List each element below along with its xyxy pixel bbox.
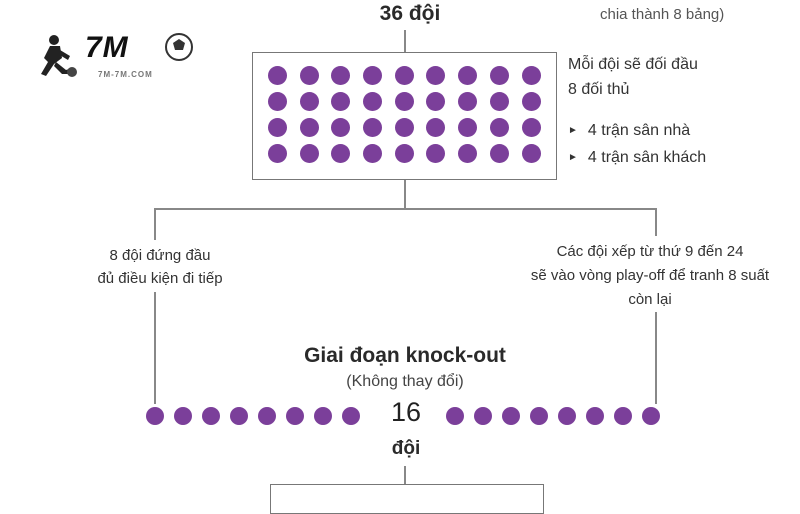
knockout-right-dots [446, 407, 660, 425]
team-dot [363, 92, 383, 111]
league-phase-box [252, 52, 557, 180]
team-dot [299, 92, 319, 111]
team-dot [363, 118, 383, 137]
team-dot [521, 66, 541, 85]
team-dot [446, 407, 464, 425]
team-dot [489, 66, 509, 85]
left-line-2: đủ điều kiện đi tiếp [97, 270, 223, 287]
playoff-text: Các đội xếp từ thứ 9 đến 24 sẽ vào vòng … [500, 240, 800, 312]
team-dot [394, 144, 414, 163]
team-dot [363, 144, 383, 163]
match-list: ► 4 trận sân nhà ► 4 trận sân khách [568, 118, 706, 172]
logo-text: 7M [85, 31, 129, 64]
team-dot [642, 407, 660, 425]
team-dot [331, 118, 351, 137]
knockout-team-count: 16 [390, 397, 422, 427]
away-matches: 4 trận sân khách [587, 149, 707, 166]
arrow-right-icon: ► [568, 125, 578, 136]
team-dot [299, 66, 319, 85]
team-dot [230, 407, 248, 425]
team-dot [489, 118, 509, 137]
team-dot [426, 66, 446, 85]
left-branch-line-top [154, 208, 156, 240]
team-dot [299, 144, 319, 163]
team-dot [474, 407, 492, 425]
team-dot [502, 407, 520, 425]
team-dot [342, 407, 360, 425]
football-player-icon [41, 33, 193, 77]
description-line-1: Mỗi đội sẽ đối đầu [568, 56, 698, 73]
team-dot [394, 92, 414, 111]
team-dot [426, 92, 446, 111]
team-dot [258, 407, 276, 425]
team-dot [268, 92, 287, 111]
team-dot [489, 92, 509, 111]
team-dots-grid [268, 66, 542, 164]
team-dot [426, 144, 446, 163]
team-dot [314, 407, 332, 425]
right-branch-line-top [655, 208, 657, 236]
team-dot [174, 407, 192, 425]
title-connector [404, 30, 406, 52]
team-dot [363, 66, 383, 85]
team-dot [614, 407, 632, 425]
team-dot [331, 144, 351, 163]
branch-horizontal-line [154, 208, 656, 210]
team-dot [558, 407, 576, 425]
right-line-3: còn lại [628, 291, 672, 308]
home-matches: 4 trận sân nhà [587, 122, 691, 139]
team-dot [521, 118, 541, 137]
team-dot [331, 66, 351, 85]
team-dot [426, 118, 446, 137]
site-logo[interactable] [32, 30, 197, 85]
next-stage-box [270, 484, 544, 514]
knockout-down-connector [404, 466, 406, 484]
knockout-title: Giai đoạn knock-out [304, 344, 506, 367]
left-branch-line-bottom [154, 292, 156, 404]
right-branch-line-bottom [655, 312, 657, 404]
team-dot [586, 407, 604, 425]
description-line-2: 8 đối thủ [568, 81, 630, 98]
list-item: ► 4 trận sân nhà [568, 118, 706, 145]
team-dot [202, 407, 220, 425]
box-down-connector [404, 180, 406, 208]
groups-note: chia thành 8 bảng) [600, 6, 725, 23]
team-dot [268, 118, 287, 137]
team-dot [146, 407, 164, 425]
team-dot [458, 66, 478, 85]
right-line-2: sẽ vào vòng play-off để tranh 8 suất [530, 267, 770, 284]
knockout-team-unit: đội [391, 438, 421, 459]
team-dot [521, 92, 541, 111]
teams-count-title: 36 đội [379, 2, 441, 25]
team-dot [458, 118, 478, 137]
team-dot [286, 407, 304, 425]
match-description: Mỗi đội sẽ đối đầu 8 đối thủ [568, 52, 698, 102]
team-dot [268, 144, 287, 163]
team-dot [521, 144, 541, 163]
knockout-left-dots [146, 407, 360, 425]
knockout-subtitle: (Không thay đổi) [346, 373, 464, 390]
team-dot [458, 92, 478, 111]
left-line-1: 8 đội đứng đầu [109, 247, 211, 264]
arrow-right-icon: ► [568, 152, 578, 163]
list-item: ► 4 trận sân khách [568, 145, 706, 172]
logo-subtext: 7M-7M.COM [98, 70, 153, 79]
team-dot [394, 66, 414, 85]
team-dot [458, 144, 478, 163]
top-teams-qualify-text: 8 đội đứng đầu đủ điều kiện đi tiếp [60, 244, 260, 290]
team-dot [530, 407, 548, 425]
team-dot [268, 66, 287, 85]
team-dot [489, 144, 509, 163]
right-line-1: Các đội xếp từ thứ 9 đến 24 [556, 243, 744, 260]
team-dot [394, 118, 414, 137]
team-dot [299, 118, 319, 137]
team-dot [331, 92, 351, 111]
